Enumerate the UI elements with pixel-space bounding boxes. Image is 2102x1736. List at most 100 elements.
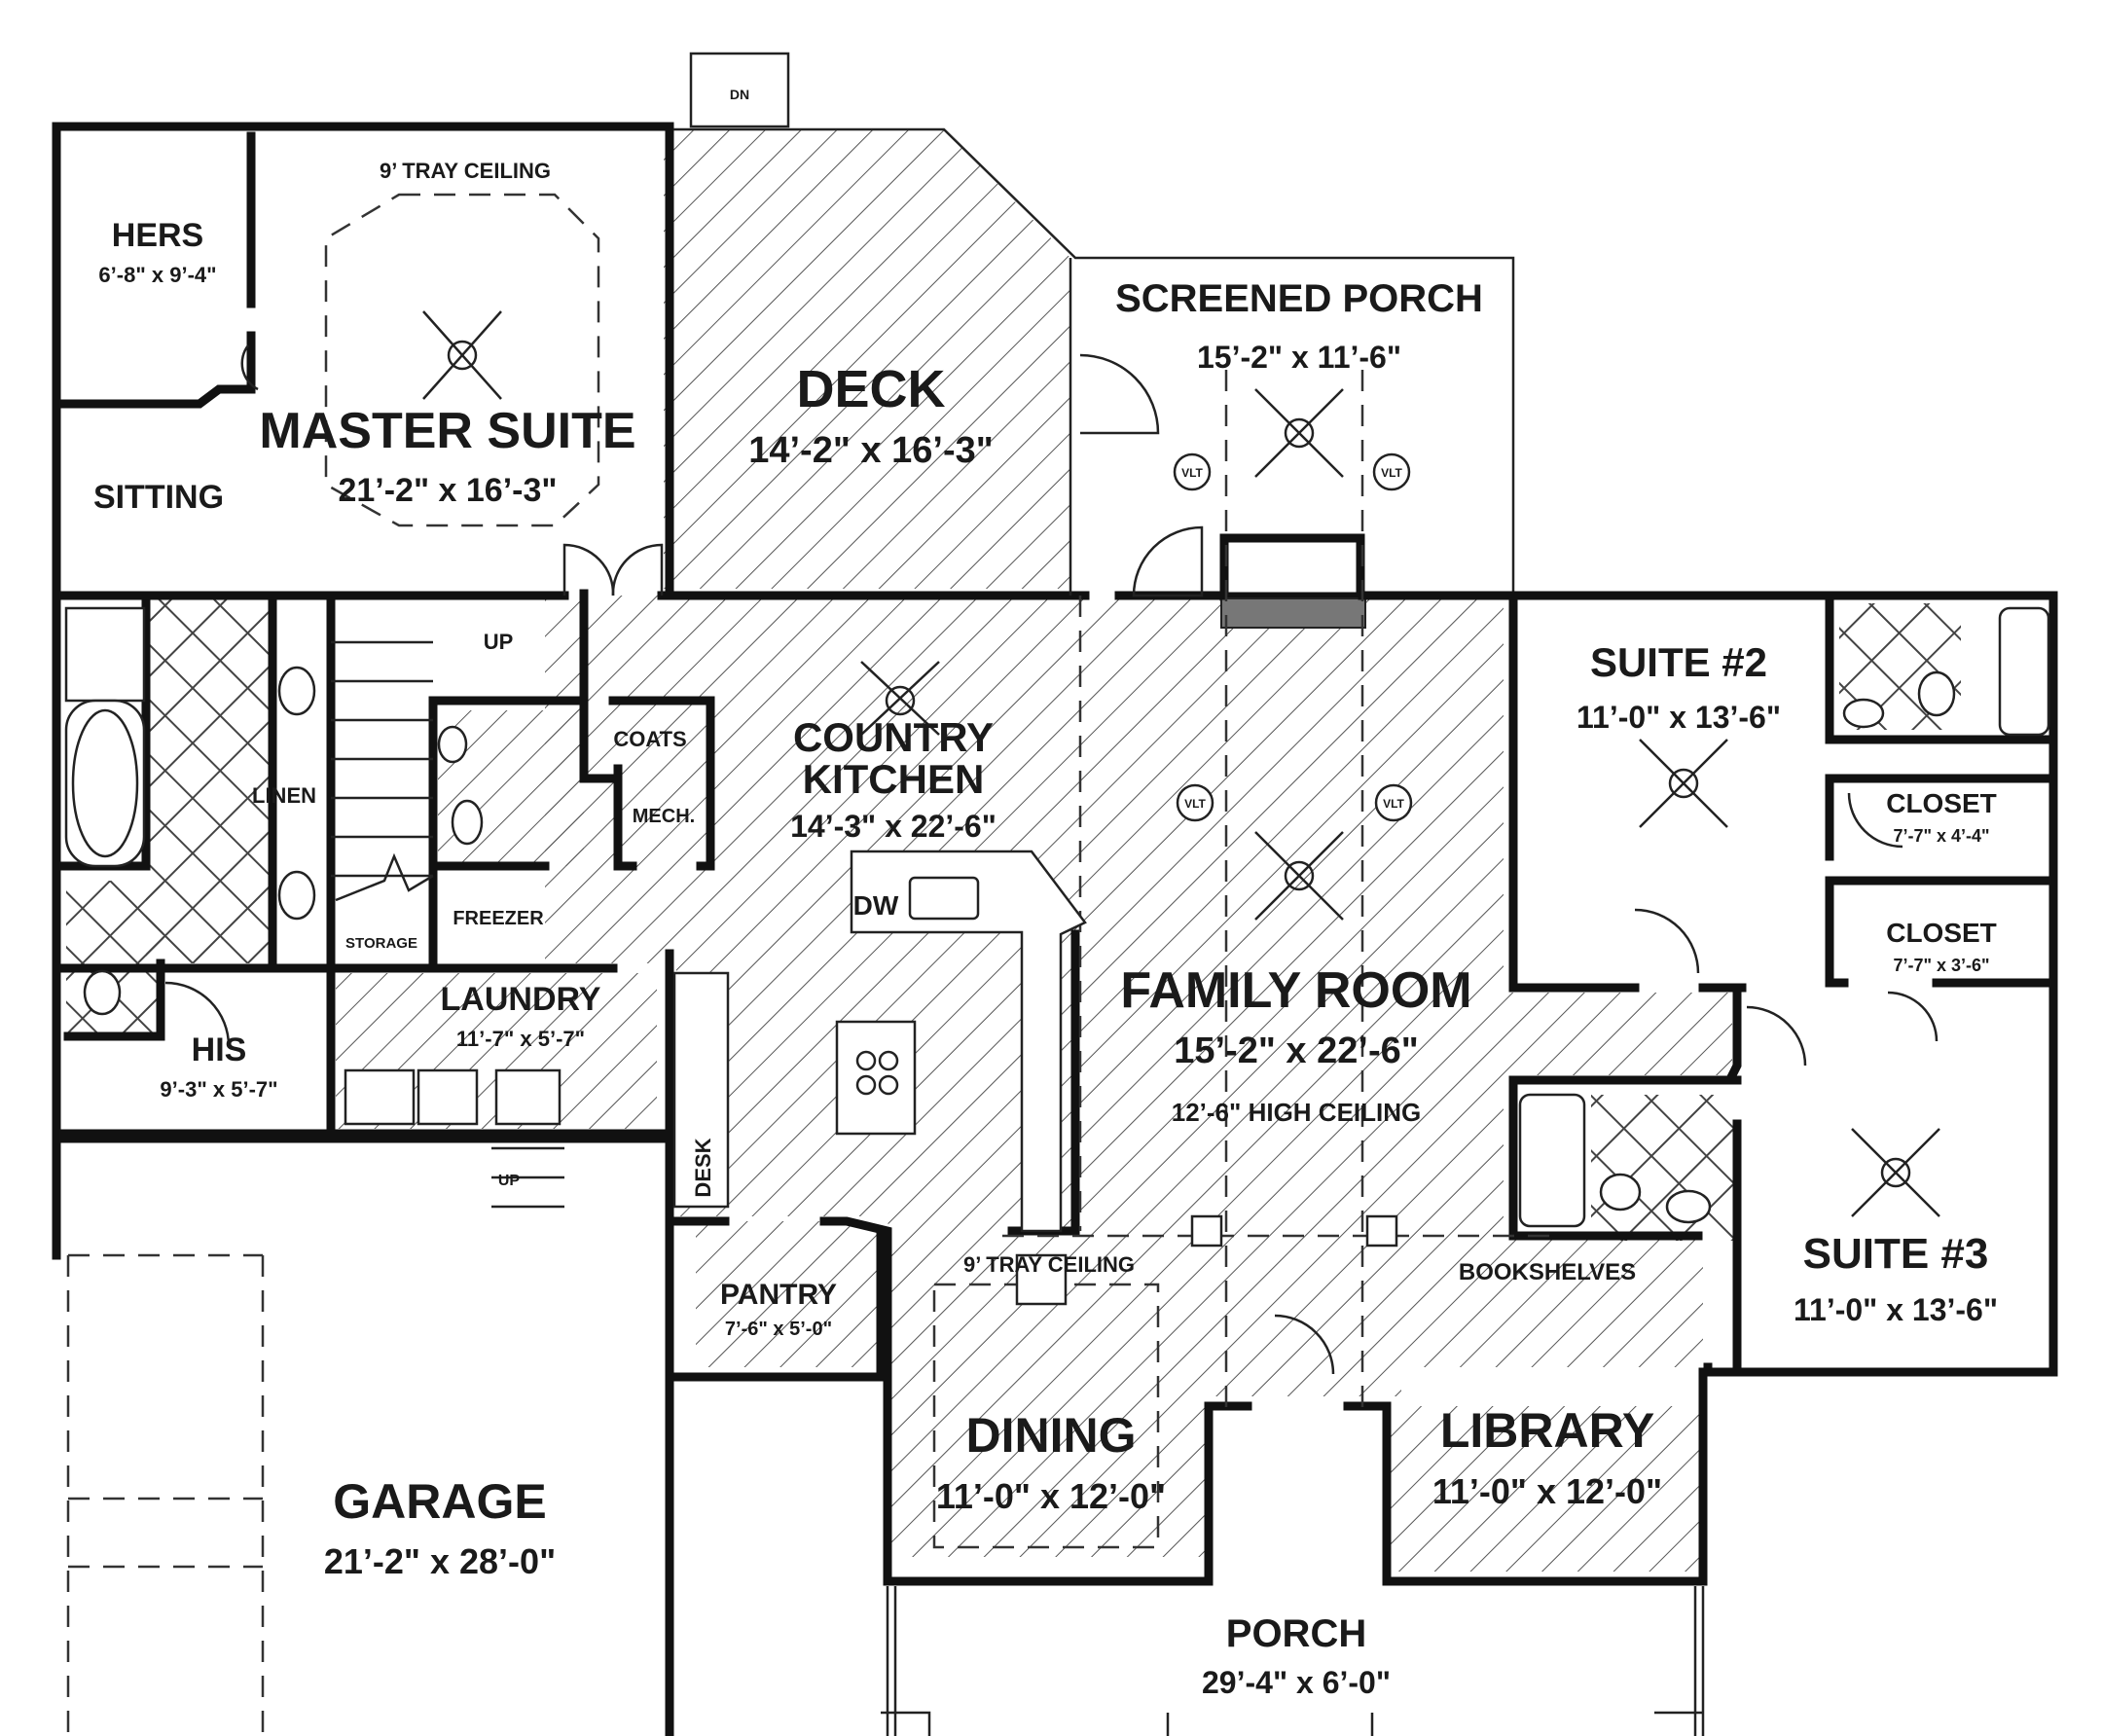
family-room-dim: 15’-2" x 22’-6": [1174, 1031, 1419, 1071]
garage-dim: 21’-2" x 28’-0": [324, 1541, 556, 1581]
closet2-label: CLOSET: [1886, 918, 1997, 948]
vlt-marker-3: [1176, 783, 1214, 822]
porch-dim: 29’-4" x 6’-0": [1202, 1665, 1391, 1700]
porch-label: PORCH: [1226, 1612, 1366, 1655]
door-swing-master: [562, 543, 615, 597]
ceiling-fan-porch-icon: [1254, 388, 1344, 478]
laundry-label: LAUNDRY: [441, 981, 601, 1018]
master-suite-label: MASTER SUITE: [259, 403, 635, 459]
door-swing-porch: [1079, 353, 1160, 435]
suite3-dim: 11’-0" x 13’-6": [1794, 1292, 1998, 1327]
suite2-tub: [1998, 606, 2050, 737]
screened-porch-label: SCREENED PORCH: [1115, 277, 1483, 320]
library-label: LIBRARY: [1440, 1403, 1654, 1458]
suite3-label: SUITE #3: [1803, 1230, 1989, 1278]
kitchen-label-2: KITCHEN: [803, 756, 985, 802]
his-dim: 9’-3" x 5’-7": [160, 1077, 277, 1102]
ceiling-fan-suite2-icon: [1639, 739, 1728, 828]
closet2-dim: 7’-7" x 3’-6": [1893, 956, 1989, 975]
door-swing-suite3: [1746, 1005, 1807, 1067]
garage-dashes: [66, 1253, 265, 1736]
coats-label: COATS: [613, 727, 686, 751]
library-dim: 11’-0" x 12’-0": [1432, 1471, 1662, 1511]
ceiling-fan-family-icon: [1254, 831, 1344, 921]
closet1-dim: 7’-7" x 4’-4": [1893, 826, 1989, 846]
vlt-marker-4: [1374, 783, 1413, 822]
up-stair-marker: UP: [484, 630, 514, 654]
vlt-marker-1: [1173, 452, 1212, 491]
master-shower: [64, 606, 146, 703]
deck-hatch: [664, 129, 1070, 589]
vlt-marker-2: [1372, 452, 1411, 491]
stairs: [331, 640, 564, 1209]
fixtures: [64, 52, 2050, 1549]
vlt-label-4: VLT: [1383, 797, 1404, 811]
hers-dim: 6’-8" x 9’-4": [98, 263, 216, 287]
deck-steps: [689, 52, 790, 128]
family-room-note: 12’-6" HIGH CEILING: [1172, 1098, 1421, 1127]
door-swing-closet2: [1887, 991, 1939, 1042]
kitchen-dim: 14’-3" x 22’-6": [790, 809, 997, 844]
dn-marker: DN: [730, 87, 749, 102]
kitchen-label-1: COUNTRY: [793, 714, 994, 760]
suite2-dim: 11’-0" x 13’-6": [1576, 700, 1781, 735]
master-suite-dim: 21’-2" x 16’-3": [338, 472, 557, 509]
tile-areas: [66, 598, 1961, 1241]
door-swing-suite2: [1634, 908, 1700, 974]
desk-counter: [672, 971, 730, 1209]
vlt-label-1: VLT: [1181, 466, 1203, 480]
pantry-dim: 7’-6" x 5’-0": [725, 1319, 832, 1340]
suite3-bath-tile: [1591, 1095, 1737, 1241]
ceiling-fan-kitchen-icon: [860, 661, 940, 736]
up-garage-marker: UP: [498, 1173, 521, 1189]
hatched-floor-areas: [336, 129, 1732, 1572]
his-bath-tile: [66, 881, 163, 1036]
suite3-tub: [1518, 1093, 1586, 1228]
dining-label: DINING: [966, 1408, 1137, 1463]
bookshelves-label: BOOKSHELVES: [1459, 1259, 1636, 1285]
door-swing-porch-lower: [1132, 525, 1204, 597]
dw-label: DW: [853, 890, 899, 921]
pantry-label: PANTRY: [720, 1279, 837, 1311]
dining-dim: 11’-0" x 12’-0": [936, 1476, 1166, 1516]
library-hatch: [1382, 1406, 1703, 1572]
linen-label: LINEN: [252, 783, 316, 808]
dining-tray-label: 9’ TRAY CEILING: [963, 1252, 1135, 1277]
door-swing-front: [1274, 1314, 1335, 1375]
vlt-label-3: VLT: [1184, 797, 1206, 811]
garage-label: GARAGE: [333, 1474, 546, 1529]
mech-label: MECH.: [633, 806, 695, 827]
master-tray-label: 9’ TRAY CEILING: [380, 159, 551, 183]
storage-label: STORAGE: [345, 935, 417, 952]
laundry-sink: [494, 1068, 562, 1126]
ceiling-fan-master-icon: [422, 310, 502, 400]
family-room-label: FAMILY ROOM: [1120, 962, 1471, 1019]
kitchen-counter: [850, 850, 1087, 1233]
door-swing-master-2: [611, 543, 664, 597]
desk-label: DESK: [691, 1138, 715, 1197]
dryer: [417, 1068, 479, 1126]
freezer-label: FREEZER: [453, 908, 544, 929]
room-labels: HERS 6’-8" x 9’-4" 9’ TRAY CEILING MASTE…: [93, 159, 1998, 1700]
door-swing-his: [164, 981, 231, 1047]
vlt-label-2: VLT: [1381, 466, 1402, 480]
cooktop-island: [835, 1020, 917, 1136]
kitchen-family-hatch: [545, 596, 1732, 1557]
washer: [344, 1068, 416, 1126]
screened-porch-dim: 15’-2" x 11’-6": [1197, 340, 1401, 375]
suite2-label: SUITE #2: [1590, 639, 1767, 685]
deck-dim: 14’-2" x 16’-3": [748, 430, 994, 471]
master-tub: [71, 708, 139, 858]
hearth: [1220, 597, 1366, 629]
ceiling-fan-suite3-icon: [1851, 1128, 1940, 1217]
door-swing-closet1: [1847, 792, 1903, 849]
door-swing-hers: [240, 344, 259, 391]
master-bath-tile: [146, 598, 272, 963]
deck-label: DECK: [796, 360, 945, 418]
sitting-label: SITTING: [93, 479, 224, 516]
hers-label: HERS: [112, 217, 203, 254]
his-label: HIS: [192, 1031, 247, 1068]
closet1-label: CLOSET: [1886, 788, 1997, 818]
pantry-hatch: [696, 1221, 881, 1367]
